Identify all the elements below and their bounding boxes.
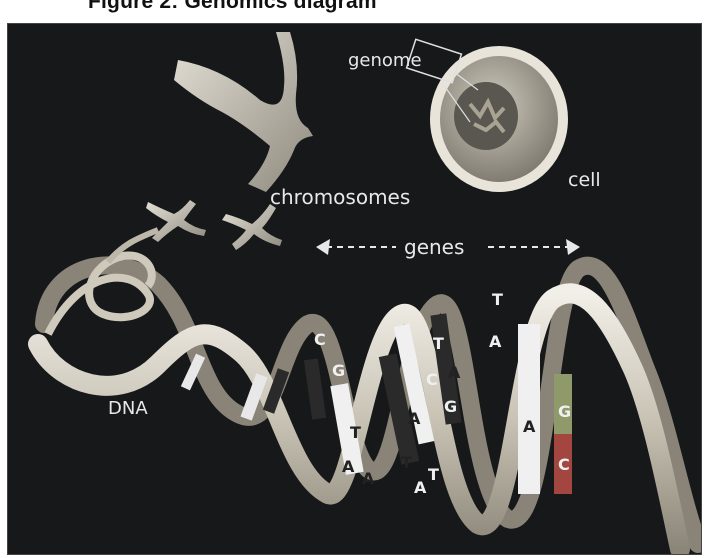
small-chromosome-2 <box>222 204 282 250</box>
base-letter: A <box>408 409 421 428</box>
base-pair-rung <box>518 324 540 494</box>
cell-label: cell <box>568 169 601 191</box>
dna-label: DNA <box>108 398 148 419</box>
genomics-diagram: C G T A A A T A T C G T A T A A G C T ge… <box>8 24 701 554</box>
base-letter: T <box>433 334 444 353</box>
base-letter: T <box>492 290 503 309</box>
figure-caption: Figure 2: Genomics diagram <box>88 0 377 14</box>
base-letter: A <box>523 417 536 436</box>
arrow-right-icon <box>566 239 580 255</box>
chromosomes-illustration <box>146 32 313 250</box>
base-letter: A <box>342 457 355 476</box>
cell-illustration <box>407 39 563 187</box>
base-letter: C <box>558 455 570 474</box>
genome-label: genome <box>348 50 422 71</box>
base-letter: A <box>489 332 502 351</box>
base-letter: T <box>428 465 439 484</box>
genes-label: genes <box>404 235 464 259</box>
base-letter: C <box>426 370 438 389</box>
base-letter: A <box>414 478 427 497</box>
base-letter: T <box>530 322 541 341</box>
base-letter: G <box>444 397 457 416</box>
base-letter: C <box>314 330 326 349</box>
small-chromosome-1 <box>146 200 206 242</box>
dna-strand-front <box>38 293 680 549</box>
cell-nucleus <box>454 82 518 150</box>
base-letter: G <box>558 402 571 421</box>
base-pair-rung <box>304 358 326 419</box>
base-letter: A <box>362 469 375 488</box>
base-letter: T <box>401 453 412 472</box>
arrow-left-icon <box>316 239 330 255</box>
base-letter: A <box>448 363 461 382</box>
chromosomes-label: chromosomes <box>270 185 410 209</box>
genomics-diagram-panel: C G T A A A T A T C G T A T A A G C T ge… <box>7 23 702 555</box>
base-letter: T <box>350 423 361 442</box>
dna-double-helix <box>38 230 698 549</box>
base-letter: G <box>332 361 345 380</box>
large-chromosome <box>174 32 313 192</box>
